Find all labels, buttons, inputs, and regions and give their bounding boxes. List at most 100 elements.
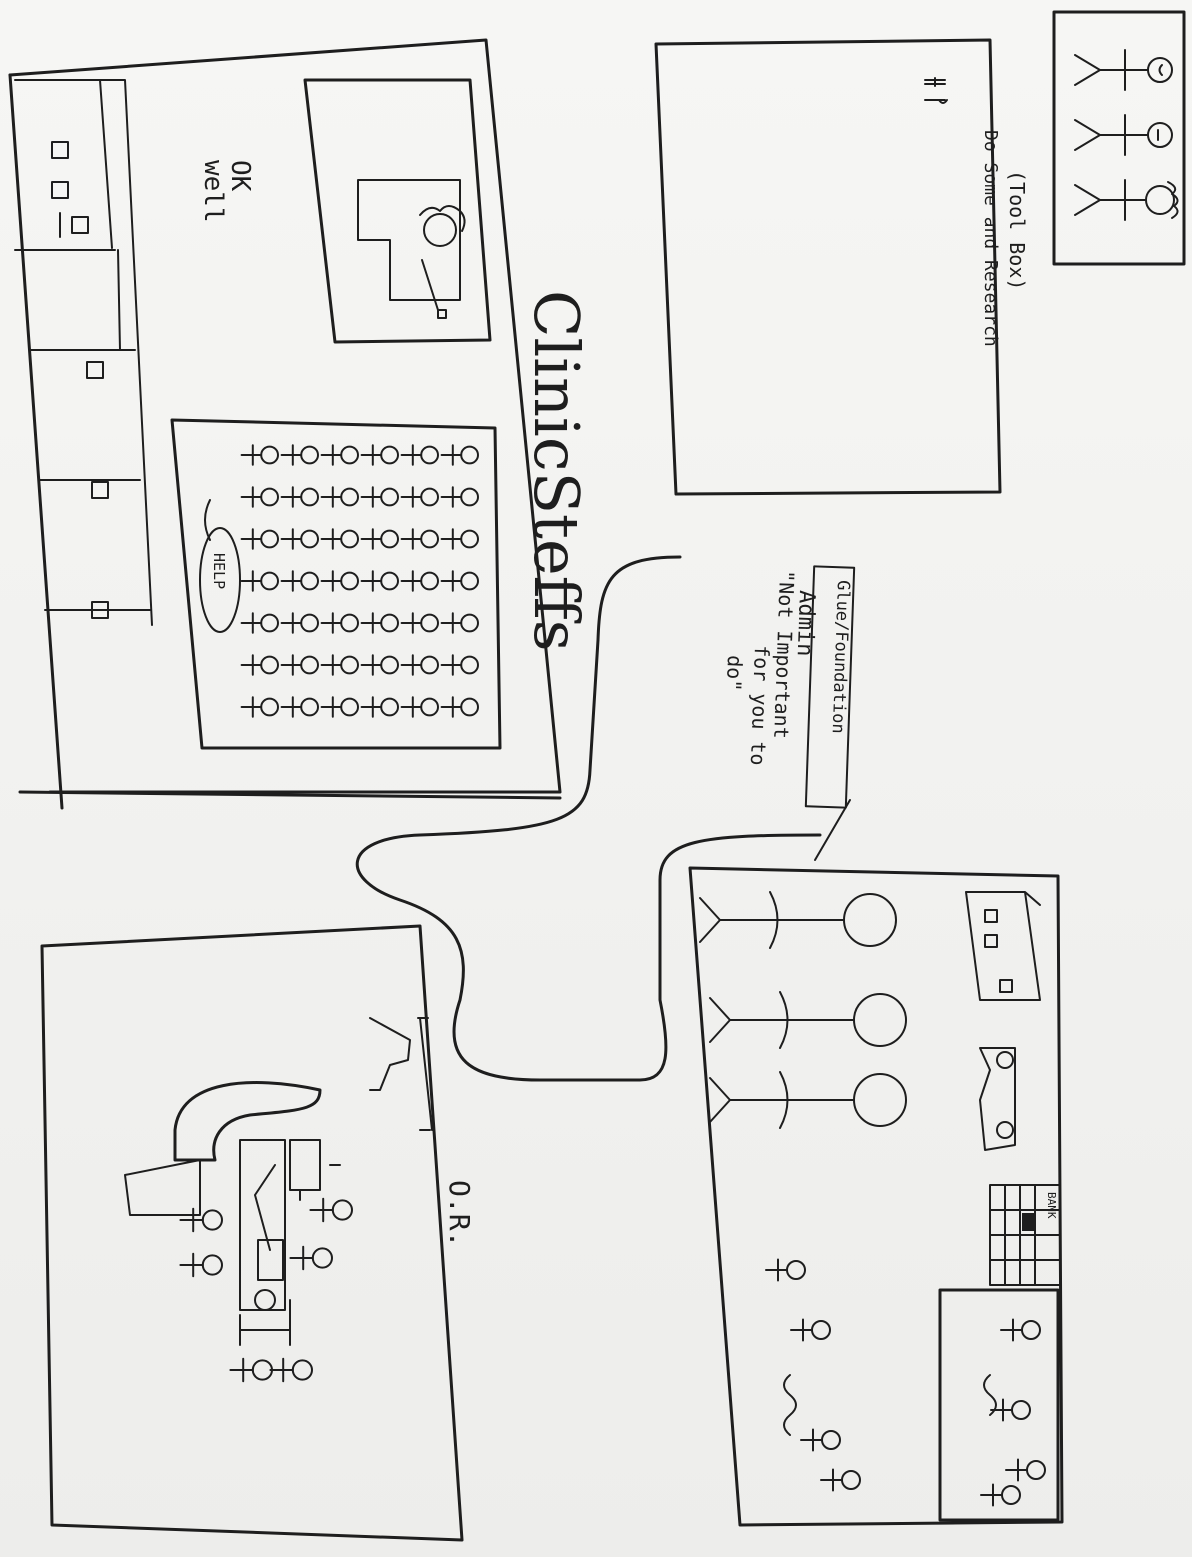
patient-figure [400, 528, 439, 550]
surgeon-figure [179, 1207, 223, 1233]
patient-figure [400, 570, 439, 592]
help-arrow [204, 499, 211, 541]
monitor-arm-icon [369, 1017, 433, 1131]
person-small-icon [91, 601, 109, 619]
toolbox-label: (Tool Box) [1005, 170, 1029, 290]
do-label: do" [722, 655, 747, 692]
patient-figure [400, 696, 439, 718]
tall-person-figure [709, 991, 907, 1049]
patient-figure [240, 570, 279, 592]
patient-figure [360, 654, 399, 676]
patient-figure [440, 570, 479, 592]
patient-figure [320, 528, 359, 550]
family-box [938, 1288, 1060, 1522]
community-screen: BANK [688, 866, 1064, 1527]
car-icon [979, 1047, 1016, 1151]
patient-figure [400, 654, 439, 676]
patient-figure [240, 528, 279, 550]
fork-knife-icon [924, 77, 948, 104]
person-small-icon [59, 212, 89, 238]
patient-figure [360, 528, 399, 550]
glue-label: Glue/Foundation [828, 580, 853, 734]
community-person [820, 1468, 861, 1492]
community-person [790, 1318, 831, 1342]
stick-figure-curly [1074, 179, 1179, 221]
admin-label: Admin [792, 590, 819, 657]
patient-figure [320, 444, 359, 466]
surgeon-figure [269, 1357, 313, 1383]
patient-figure [240, 696, 279, 718]
community-person [765, 1258, 806, 1282]
well-label: well [198, 160, 228, 223]
patient-figure [360, 612, 399, 634]
surgeon-figure [179, 1252, 223, 1278]
surgeon-figure [309, 1197, 353, 1223]
clinic-title: ClinicSteffs [520, 290, 593, 652]
patient-figure [320, 654, 359, 676]
ok-label: OK [225, 160, 255, 192]
patient-figure [240, 654, 279, 676]
community-person [980, 1483, 1021, 1507]
patient-figure [440, 696, 479, 718]
not-important-label: "Not Important [769, 570, 799, 739]
tray-icon [124, 1159, 201, 1216]
patient-figure [280, 696, 319, 718]
person-small-icon [86, 361, 104, 379]
help-button[interactable] [199, 527, 241, 633]
patient-figure [440, 444, 479, 466]
community-person [1005, 1458, 1046, 1482]
stick-figure-happy [1074, 49, 1173, 91]
doctor-video-box [303, 78, 492, 344]
patient-figure [240, 486, 279, 508]
community-person [990, 1398, 1031, 1422]
patient-figure [280, 654, 319, 676]
patient-figure [440, 486, 479, 508]
patient-figure [280, 528, 319, 550]
person-small-icon [91, 481, 109, 499]
surgeon-figure [229, 1357, 273, 1383]
patient-figure [360, 570, 399, 592]
booth-strip [14, 79, 153, 626]
surgeon-figure [289, 1245, 333, 1271]
chair-icon [51, 141, 69, 159]
admin-panel: Glue/Foundation Admin "Not Important for… [722, 565, 856, 861]
patient-figure [360, 486, 399, 508]
wave-icon [983, 1374, 997, 1416]
patient-figure [280, 570, 319, 592]
patient-figure [360, 444, 399, 466]
patient-figure [280, 486, 319, 508]
patient-figure [400, 444, 439, 466]
chair-icon [51, 181, 69, 199]
help-label: HELP [210, 553, 228, 589]
patient-figure [280, 612, 319, 634]
toolbox-screen: (Tool Box) Do Some and Research [654, 38, 1029, 496]
patient-figure [400, 486, 439, 508]
house-icon [965, 891, 1041, 1001]
patient-figure [240, 612, 279, 634]
patient-grid: HELP [170, 418, 502, 750]
surgical-lamp-icon [173, 1081, 322, 1162]
patient-figure [440, 528, 479, 550]
tall-person-figure [709, 1071, 907, 1129]
or-label: O.R. [443, 1180, 476, 1247]
community-person [1000, 1318, 1041, 1342]
patient-figure [280, 444, 319, 466]
connector-path [355, 555, 822, 1082]
patient-figure [320, 486, 359, 508]
or-screen: O.R. [40, 924, 476, 1542]
stick-figure-neutral [1074, 114, 1173, 156]
patient-figure [240, 444, 279, 466]
patient-figure [440, 612, 479, 634]
patient-figure [400, 612, 439, 634]
tall-person-figure [699, 891, 897, 949]
patient-figure [320, 570, 359, 592]
patient-figure [360, 696, 399, 718]
toolbox-sublabel: Do Some and Research [980, 130, 1001, 347]
bank-building-icon: BANK [989, 1184, 1061, 1286]
clinic-screen: OK well HELP ClinicSteffs [8, 38, 593, 810]
community-person [800, 1428, 841, 1452]
for-you-label: for you to [746, 645, 774, 766]
patient-figure [440, 654, 479, 676]
